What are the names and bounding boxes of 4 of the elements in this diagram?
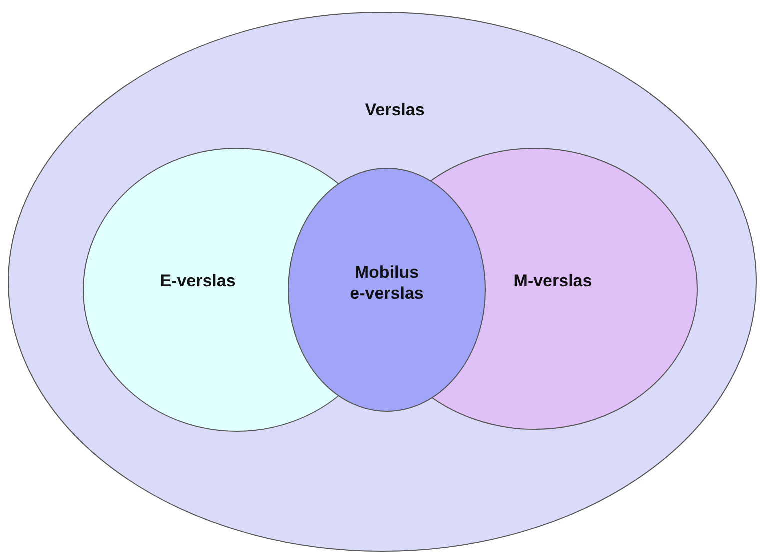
set-label: Mobilus e-verslas: [349, 262, 425, 304]
set-label: Verslas: [364, 100, 426, 120]
set-label: E-verslas: [159, 270, 237, 292]
set-label: M-verslas: [512, 270, 594, 292]
